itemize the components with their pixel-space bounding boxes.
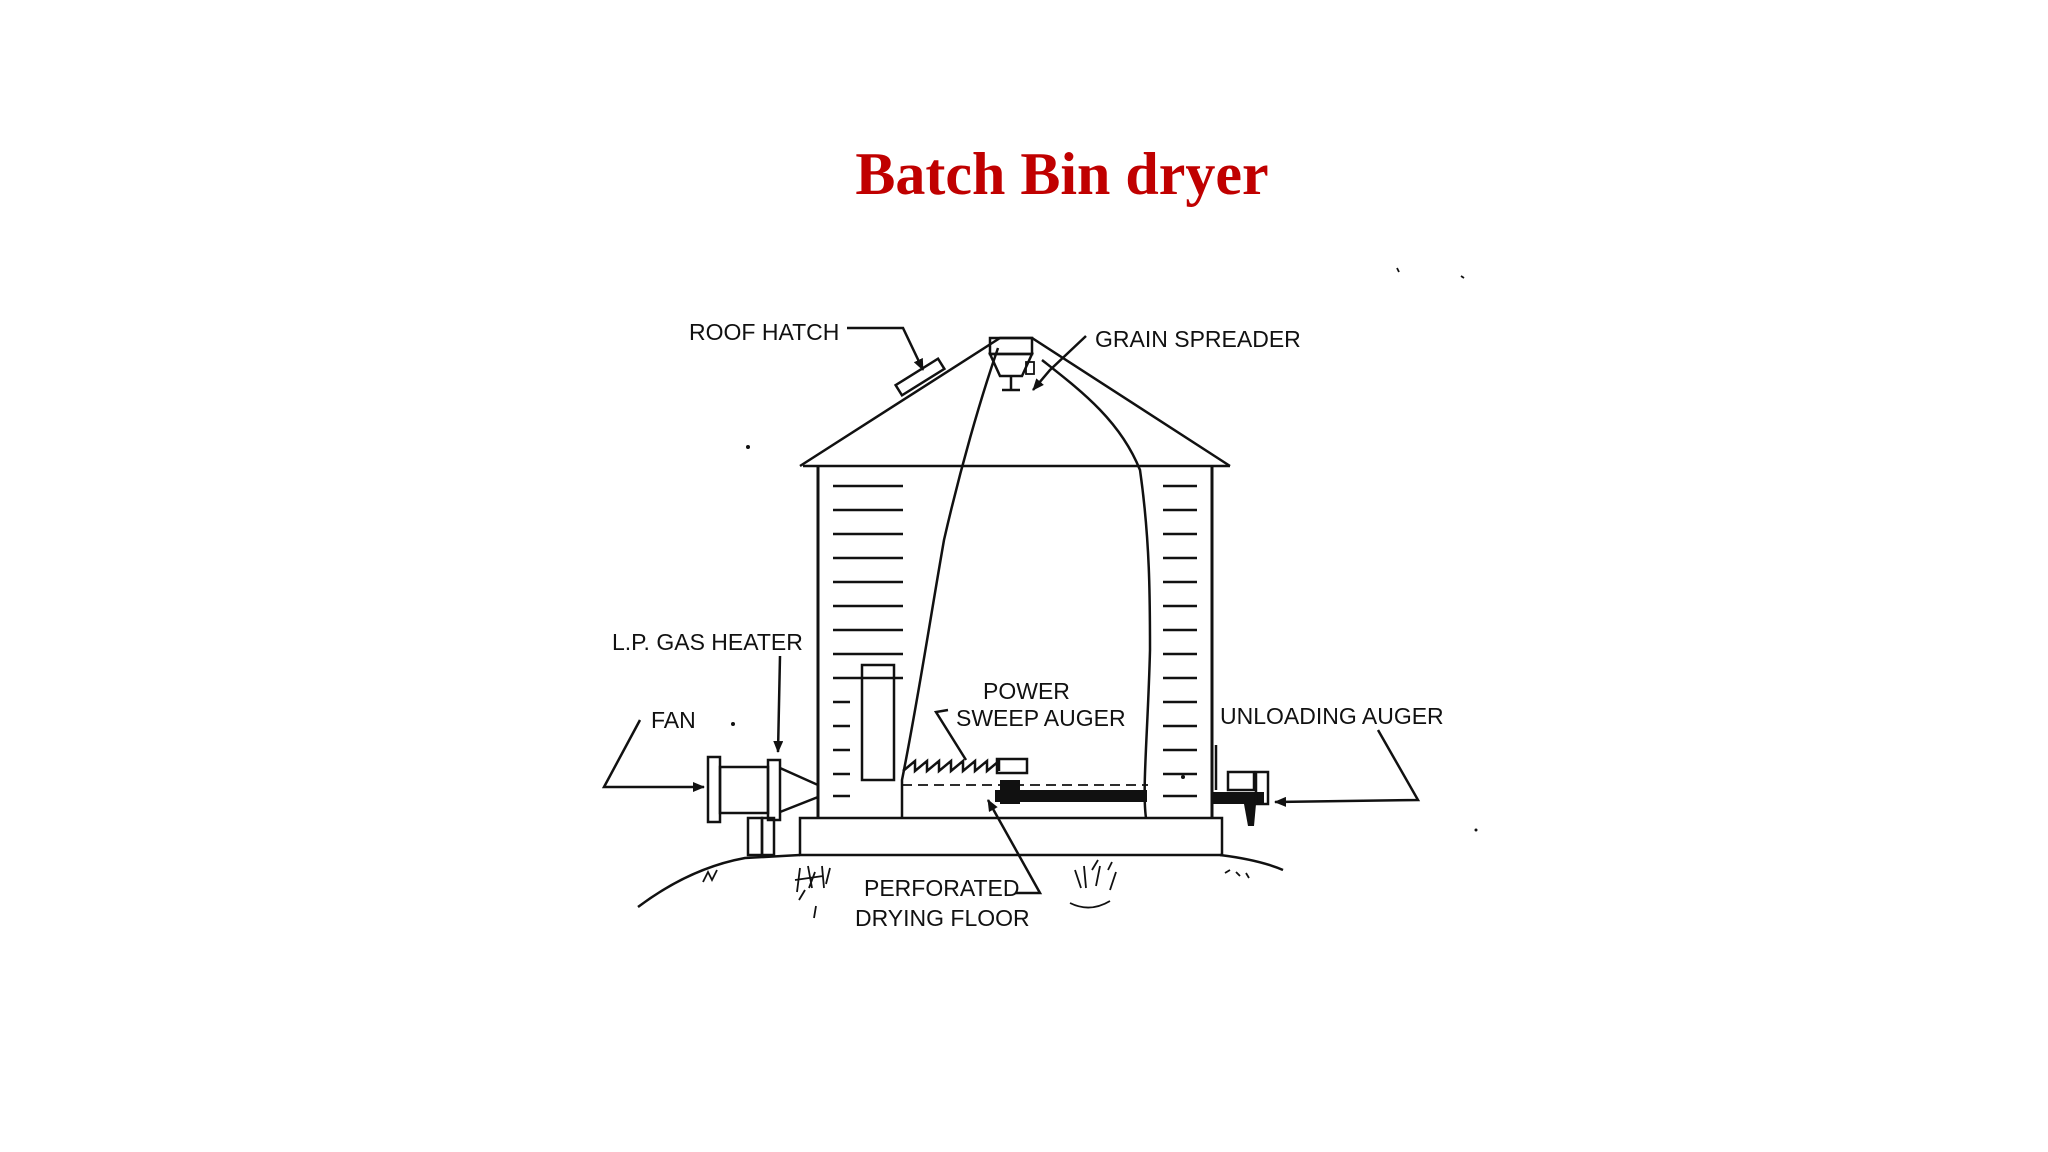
- stray-marks: [731, 267, 1478, 832]
- label-perforated-drying-floor-line-2: DRYING FLOOR: [855, 905, 1030, 931]
- bin-body: [803, 464, 1230, 818]
- ground: [637, 853, 1284, 919]
- left-wall-louvers: [833, 484, 903, 798]
- access-door: [860, 663, 896, 782]
- label-unloading-auger: UNLOADING AUGER: [1220, 703, 1444, 729]
- power-sweep-auger: [902, 757, 1029, 804]
- right-wall-louvers: [1163, 484, 1197, 798]
- label-fan: FAN: [651, 707, 696, 733]
- label-perforated-drying-floor-line-1: PERFORATED: [864, 875, 1019, 901]
- perforated-drying-floor: [902, 784, 1148, 802]
- grain-spreader: [988, 336, 1035, 392]
- roof-hatch: [893, 356, 947, 398]
- grain-pile-outline: [900, 347, 1152, 819]
- fan-and-heater: [706, 755, 820, 857]
- leader-lines: [601, 326, 1421, 895]
- bin-foundation: [798, 816, 1224, 857]
- slide-title: Batch Bin dryer: [855, 141, 1269, 207]
- label-power-sweep-auger-line-1: POWER: [983, 678, 1070, 704]
- label-roof-hatch: ROOF HATCH: [689, 319, 839, 345]
- label-lp-gas-heater: L.P. GAS HEATER: [612, 629, 803, 655]
- bin-roof: [799, 336, 1231, 468]
- label-power-sweep-auger-line-2: SWEEP AUGER: [956, 705, 1126, 731]
- unloading-auger: [1212, 745, 1270, 826]
- label-grain-spreader: GRAIN SPREADER: [1095, 326, 1301, 352]
